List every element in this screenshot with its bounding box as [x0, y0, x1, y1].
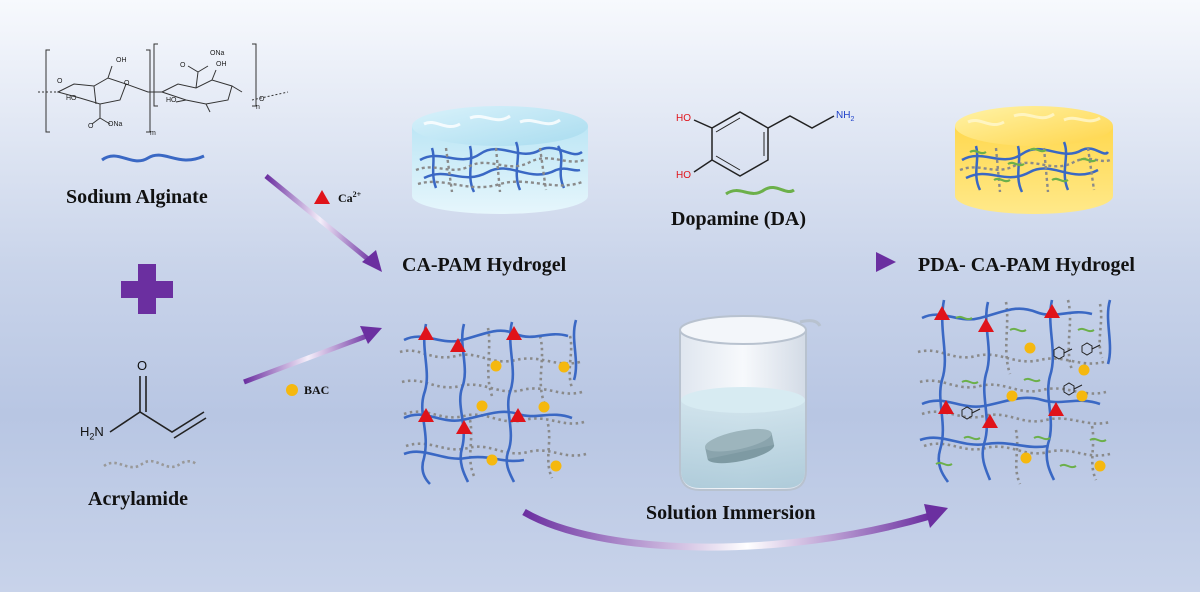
sodium-alginate-label: Sodium Alginate	[66, 186, 208, 208]
alg-o-1: O	[57, 78, 63, 85]
hydrogel-disc-blue-icon	[412, 106, 588, 214]
alg-ona-2: ONa	[210, 50, 225, 57]
arrow-ca-icon	[264, 174, 382, 272]
ca-pam-hydrogel-label: CA-PAM Hydrogel	[402, 254, 567, 276]
dopamine-label: Dopamine (DA)	[671, 208, 806, 230]
alg-m: m	[150, 130, 156, 137]
alg-o-3: O	[88, 123, 94, 130]
hydrogel-disc-yellow-icon	[955, 106, 1113, 214]
acrylamide-h2n: H2N	[80, 424, 104, 442]
alg-o-5: O	[259, 96, 265, 103]
plus-icon	[121, 264, 173, 314]
dopamine-ho-bottom: HO	[676, 170, 691, 181]
arrow-immersion-icon	[522, 504, 948, 551]
acrylamide-structure	[109, 376, 207, 439]
beaker-icon	[679, 315, 822, 491]
alg-o-2: O	[124, 80, 130, 87]
ca-pam-network-icon	[399, 319, 587, 485]
bac-circle-icon	[286, 384, 298, 396]
arrow-main-icon	[614, 252, 896, 272]
acrylamide-chain-icon	[103, 459, 197, 469]
pda-ca-pam-network-icon	[917, 299, 1112, 485]
alg-oh-2: OH	[216, 61, 227, 68]
alg-ona-1: ONa	[108, 121, 123, 128]
dopamine-structure	[693, 111, 835, 177]
ca-label: Ca2+	[338, 190, 362, 205]
acrylamide-label: Acrylamide	[88, 488, 188, 510]
bac-label: BAC	[304, 383, 330, 397]
alg-ho-2: HO	[166, 97, 177, 104]
dopamine-ho-top: HO	[676, 113, 691, 124]
alg-n: n	[256, 104, 260, 111]
alg-ho-1: HO	[66, 95, 77, 102]
alginate-chain-icon	[101, 153, 205, 163]
ca-triangle-icon	[314, 190, 330, 204]
pda-ca-pam-hydrogel-label: PDA- CA-PAM Hydrogel	[918, 254, 1135, 276]
alg-o-4: O	[180, 62, 186, 69]
dopamine-nh2: NH2	[836, 110, 855, 123]
acrylamide-o: O	[137, 358, 148, 373]
arrow-bac-icon	[243, 326, 382, 385]
alginate-structure	[38, 43, 289, 133]
solution-immersion-label: Solution Immersion	[646, 502, 816, 524]
pda-chain-icon	[725, 185, 795, 196]
alg-oh-1: OH	[116, 57, 127, 64]
